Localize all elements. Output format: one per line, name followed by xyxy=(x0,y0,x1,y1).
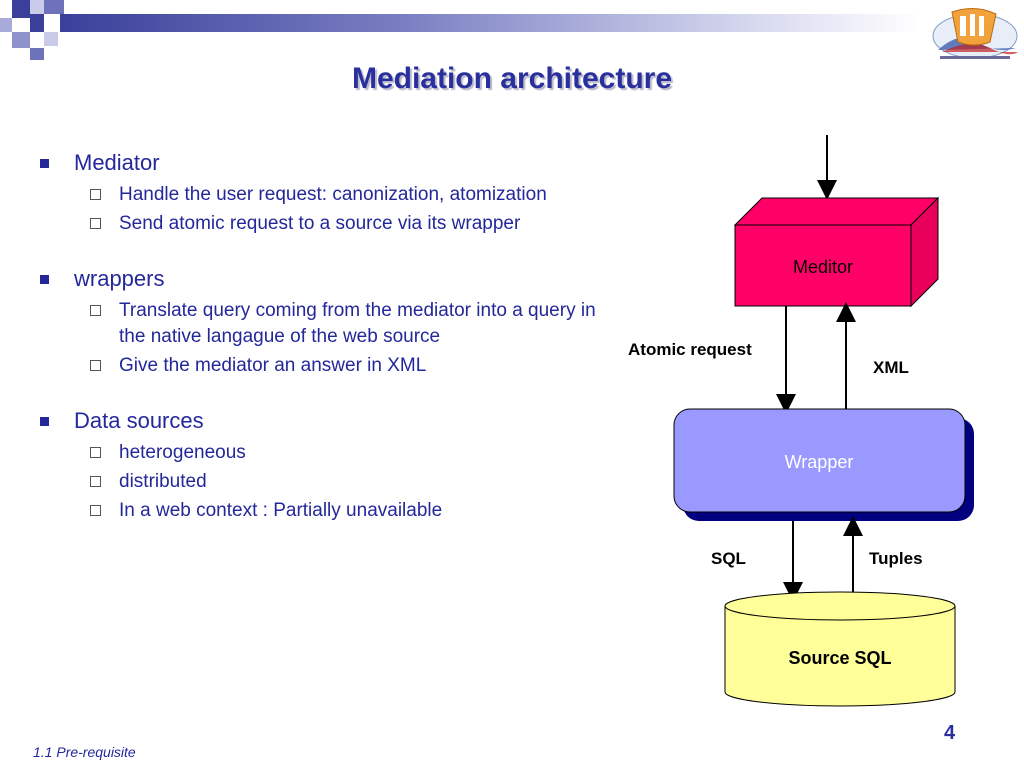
hollow-square-bullet-icon xyxy=(90,476,101,487)
wrapper-face xyxy=(673,408,966,513)
slide-content: Mediator Handle the user request: canoni… xyxy=(32,150,652,527)
decor-square xyxy=(44,0,64,14)
header-band xyxy=(0,0,1024,62)
cylinder-top xyxy=(724,591,956,621)
hollow-square-bullet-icon xyxy=(90,505,101,516)
list-item: Handle the user request: canonization, a… xyxy=(32,182,652,208)
list-item: heterogeneous xyxy=(32,440,652,466)
decor-square xyxy=(30,48,44,60)
wrapper-label: Wrapper xyxy=(785,452,854,472)
footer-section-label: 1.1 Pre-requisite xyxy=(33,744,136,760)
wrapper-box: Wrapper xyxy=(673,408,974,521)
list-item: Send atomic request to a source via its … xyxy=(32,211,652,237)
tuples-label: Tuples xyxy=(869,549,923,568)
mediator-box: Meditor xyxy=(733,196,940,308)
sql-label: SQL xyxy=(711,549,746,568)
hollow-square-bullet-icon xyxy=(90,305,101,316)
decor-square xyxy=(30,14,44,32)
header-gradient-bar xyxy=(60,14,920,32)
decor-square xyxy=(12,32,30,48)
page-number: 4 xyxy=(944,722,956,744)
decor-square xyxy=(44,32,58,46)
section-data-sources: Data sources xyxy=(32,408,652,434)
wrapper-shadow xyxy=(683,418,974,521)
list-item: In a web context : Partially unavailable xyxy=(32,498,652,524)
decor-square xyxy=(12,0,30,18)
hollow-square-bullet-icon xyxy=(90,189,101,200)
mediator-top-face xyxy=(733,197,940,226)
hollow-square-bullet-icon xyxy=(90,447,101,458)
section-mediator: Mediator xyxy=(32,150,652,176)
list-item: Give the mediator an answer in XML xyxy=(32,353,652,379)
section-heading: wrappers xyxy=(74,266,165,291)
square-bullet-icon xyxy=(40,275,49,284)
section-wrappers: wrappers xyxy=(32,266,652,292)
slide-title: Mediation architecture xyxy=(351,62,673,95)
mediator-front-face xyxy=(734,224,912,307)
source-sql-cylinder: Source SQL xyxy=(724,591,956,707)
decor-square xyxy=(0,18,12,32)
hollow-square-bullet-icon xyxy=(90,218,101,229)
mediator-side-face xyxy=(910,196,939,308)
source-sql-label: Source SQL xyxy=(788,648,891,668)
square-bullet-icon xyxy=(40,417,49,426)
decor-square xyxy=(30,0,44,14)
section-heading: Data sources xyxy=(74,408,204,433)
cylinder-body xyxy=(724,606,956,707)
xml-label: XML xyxy=(873,358,909,377)
hollow-square-bullet-icon xyxy=(90,360,101,371)
list-item: Translate query coming from the mediator… xyxy=(32,298,609,350)
section-heading: Mediator xyxy=(74,150,160,175)
eiis-logo-icon xyxy=(932,8,1018,59)
square-bullet-icon xyxy=(40,159,49,168)
mediator-label: Meditor xyxy=(793,257,853,277)
list-item: distributed xyxy=(32,469,652,495)
